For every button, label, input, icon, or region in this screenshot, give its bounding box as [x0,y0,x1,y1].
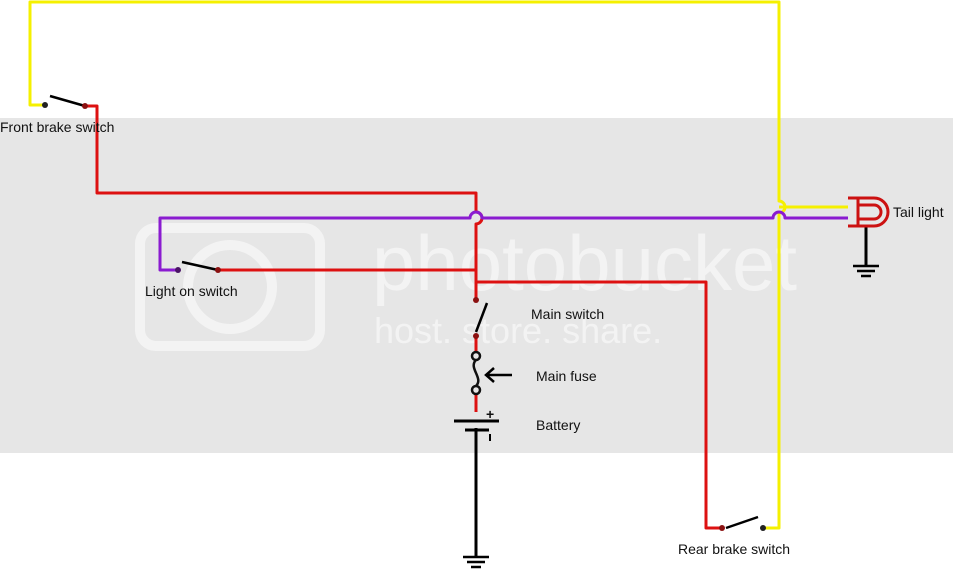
light-on-switch-label: Light on switch [145,283,238,299]
light-on-switch-icon [175,260,221,273]
ground-icon [853,264,879,278]
photobucket-logo-icon [135,223,325,351]
watermark-brand: photobucket [372,219,797,307]
arrow-icon [484,367,512,383]
watermark-tagline: host. store. share. [374,310,662,351]
main-switch-label: Main switch [531,306,604,322]
battery-icon [454,419,499,441]
front-brake-switch-label: Front brake switch [0,119,114,135]
main-switch-icon [473,297,489,339]
ground-icon [463,555,489,569]
tail-light-bulb-icon [848,196,890,228]
purple-wire [158,210,848,272]
battery-plus-label: + [486,406,494,422]
rear-brake-switch-icon [719,515,766,531]
rear-brake-switch-label: Rear brake switch [678,541,790,557]
front-brake-switch-icon [42,94,88,109]
main-fuse-icon [470,350,482,396]
main-fuse-label: Main fuse [536,368,597,384]
tail-light-label: Tail light [893,204,944,220]
battery-label: Battery [536,417,580,433]
ground-wire [474,226,868,556]
